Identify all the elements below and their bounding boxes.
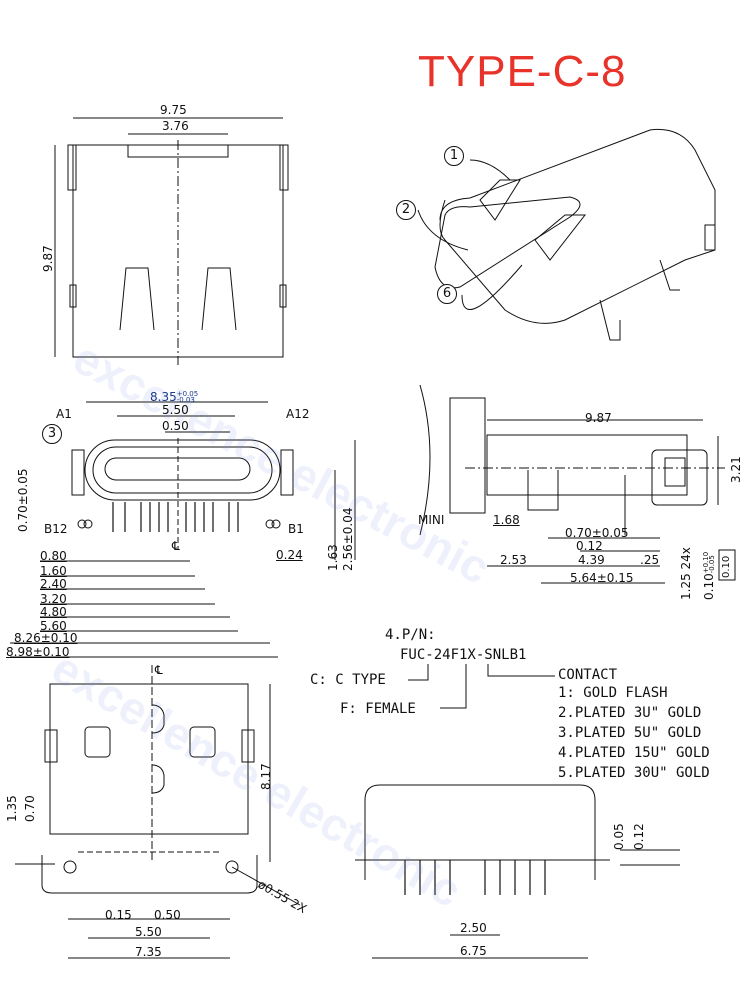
dim-side-length: 9.87 [585, 411, 612, 425]
front-view-outline [10, 401, 356, 658]
pn-f-note: F: FEMALE [340, 701, 416, 717]
pcb-view-outline [15, 665, 301, 959]
dim-pin-width: 0.24 [276, 548, 303, 562]
dim-pin-span: 5.64±0.15 [570, 571, 634, 585]
dim-spacing: 4.80 [40, 605, 67, 619]
dim-d3: .25 [640, 553, 660, 567]
dim-height-1: 1.63 [326, 544, 340, 571]
part-number-leaders [408, 664, 555, 709]
dim-top-inner: 3.76 [162, 119, 189, 133]
dim-d2: 4.39 [578, 553, 605, 567]
dim-mini: 1.68 [493, 513, 520, 527]
tol-plus: +0.05 [176, 390, 199, 398]
dim-tol-vertical: 0.10+0.10-0.05 [702, 552, 716, 600]
dim-pin: 0.70±0.05 [565, 526, 629, 540]
contact-option: 1: GOLD FLASH [558, 685, 668, 701]
tol-minus: -0.05 [708, 555, 716, 574]
dim-gap: 0.12 [576, 539, 603, 553]
dim-inner: 5.50 [162, 403, 189, 417]
centerline-mark: ℄ [155, 663, 163, 677]
dim-spacing: 8.98±0.10 [6, 645, 70, 659]
dim-spacing: 3.20 [40, 592, 67, 606]
dim-row-b: 0.70 [23, 795, 37, 822]
dim-rear-d3: 2.50 [460, 921, 487, 935]
dim-spacing: 1.60 [40, 564, 67, 578]
dim-spacing: 5.60 [40, 619, 67, 633]
dim-d1: 2.53 [500, 553, 527, 567]
callout-3: 3 [42, 424, 62, 444]
pin-label-b1: B1 [288, 522, 304, 536]
flatness-tolerance: 0.10 [721, 555, 732, 578]
dim-top-width: 9.75 [160, 103, 187, 117]
contact-title: CONTACT [558, 667, 618, 683]
dim-pcb-d4: 7.35 [135, 945, 162, 959]
pin-label-a1: A1 [56, 407, 72, 421]
dim-rear-d4: 6.75 [460, 944, 487, 958]
contact-option: 2.PLATED 3U" GOLD [558, 705, 702, 721]
dim-spacing: 8.26±0.10 [14, 631, 78, 645]
dim-overall-value: 8.35 [150, 390, 177, 404]
tol-minus: -0.03 [176, 396, 195, 404]
dim-pcb-height: 8.17 [259, 763, 273, 790]
dim-height-2: 2.56±0.04 [341, 507, 355, 572]
callout-1: 1 [444, 146, 464, 166]
mini-label: MINI [418, 513, 445, 527]
dim-overall-tol: +0.05-0.03 [176, 390, 199, 404]
callout-6: 6 [437, 284, 457, 304]
dim-pcb-d2: 0.50 [154, 908, 181, 922]
dim-pcb-d1: 0.15 [105, 908, 132, 922]
callout-2: 2 [396, 200, 416, 220]
tol-pm: +0.10-0.05 [702, 552, 716, 574]
dim-side-height: 3.21 [729, 456, 743, 483]
isometric-view [417, 128, 716, 341]
page-title: TYPE-C-8 [418, 47, 627, 96]
dim-spacing: 0.80 [40, 549, 67, 563]
contact-option: 4.PLATED 15U" GOLD [558, 745, 710, 761]
contact-option: 3.PLATED 5U" GOLD [558, 725, 702, 741]
rear-view-outline [355, 784, 680, 959]
dim-pitch-vertical: 1.25 24x [679, 547, 693, 600]
dim-rear-d2: 0.12 [632, 823, 646, 850]
dim-overall: 8.35+0.05-0.03 [150, 390, 199, 404]
pn-label: 4.P/N: [385, 627, 436, 643]
pin-label-b12: B12 [44, 522, 68, 536]
dim-rear-d1: 0.05 [612, 823, 626, 850]
contact-option: 5.PLATED 30U" GOLD [558, 765, 710, 781]
side-view-outline [419, 384, 736, 584]
dim-left-vertical: 0.70±0.05 [16, 468, 30, 533]
dim-row-a: 1.35 [5, 795, 19, 822]
pn-value: FUC-24F1X-SNLB1 [400, 647, 527, 663]
dim-pitch: 0.50 [162, 419, 189, 433]
dim-top-height: 9.87 [41, 245, 55, 272]
dim-pcb-d3: 5.50 [135, 925, 162, 939]
tol-value: 0.10 [702, 573, 716, 600]
centerline-mark: ℄ [172, 539, 180, 553]
dim-spacing: 2.40 [40, 577, 67, 591]
pin-label-a12: A12 [286, 407, 310, 421]
pn-c-note: C: C TYPE [310, 672, 386, 688]
top-view-outline [54, 117, 289, 365]
